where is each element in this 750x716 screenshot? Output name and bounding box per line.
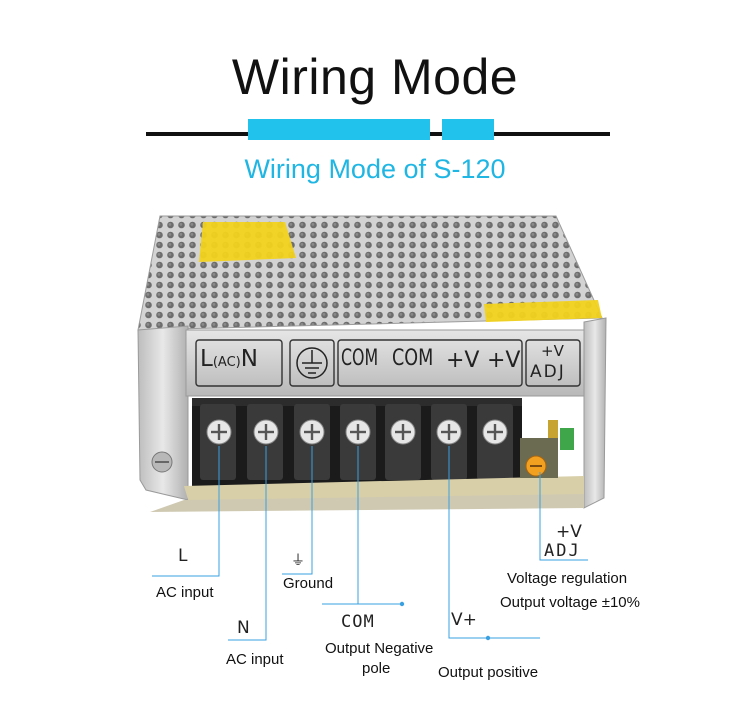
divider-right: [494, 132, 610, 136]
ground-symbol-icon: ⏚: [291, 553, 305, 569]
label-com-desc-1: Output Negative: [325, 640, 434, 657]
leader-lines: [152, 446, 588, 641]
divider-middle: [430, 132, 442, 136]
label-adj-symbol-top: +V: [556, 522, 582, 542]
accent-bar-2: [442, 119, 494, 140]
page-title: Wiring Mode: [231, 49, 519, 105]
panel-adj-bottom: ADJ: [530, 362, 566, 382]
label-adj-desc-1: Voltage regulation: [507, 570, 628, 587]
panel-n: N: [240, 346, 258, 372]
panel-l: L: [200, 346, 213, 372]
label-ground-desc: Ground: [283, 575, 334, 592]
panel-com-1: COM: [341, 346, 379, 371]
terminal-screws: [200, 404, 513, 480]
panel-adj-top: +V: [541, 342, 564, 360]
panel-ac: (AC): [212, 355, 241, 370]
label-vplus-desc: Output positive: [438, 664, 539, 681]
label-n-desc: AC input: [226, 651, 284, 668]
label-n-symbol: N: [237, 618, 250, 638]
label-l-desc: AC input: [156, 584, 214, 601]
label-com-symbol: COM: [341, 612, 375, 632]
label-vplus-symbol: V+: [451, 610, 477, 630]
panel-v-1: +V: [446, 348, 480, 373]
label-l-symbol: L: [178, 546, 188, 566]
ground-icon: [296, 347, 328, 379]
warning-label: [199, 222, 296, 262]
page-subtitle: Wiring Mode of S-120: [244, 154, 506, 184]
panel-v-2: +V: [487, 348, 521, 373]
panel-label-l-ac-n: L(AC)N: [200, 346, 258, 372]
divider-left: [146, 132, 248, 136]
label-adj-symbol-bottom: ADJ: [544, 541, 581, 561]
accent-bar-1: [248, 119, 430, 140]
label-adj-desc-2: Output voltage ±10%: [500, 594, 640, 611]
label-com-desc-2: pole: [362, 660, 391, 677]
panel-com-2: COM: [392, 346, 434, 371]
